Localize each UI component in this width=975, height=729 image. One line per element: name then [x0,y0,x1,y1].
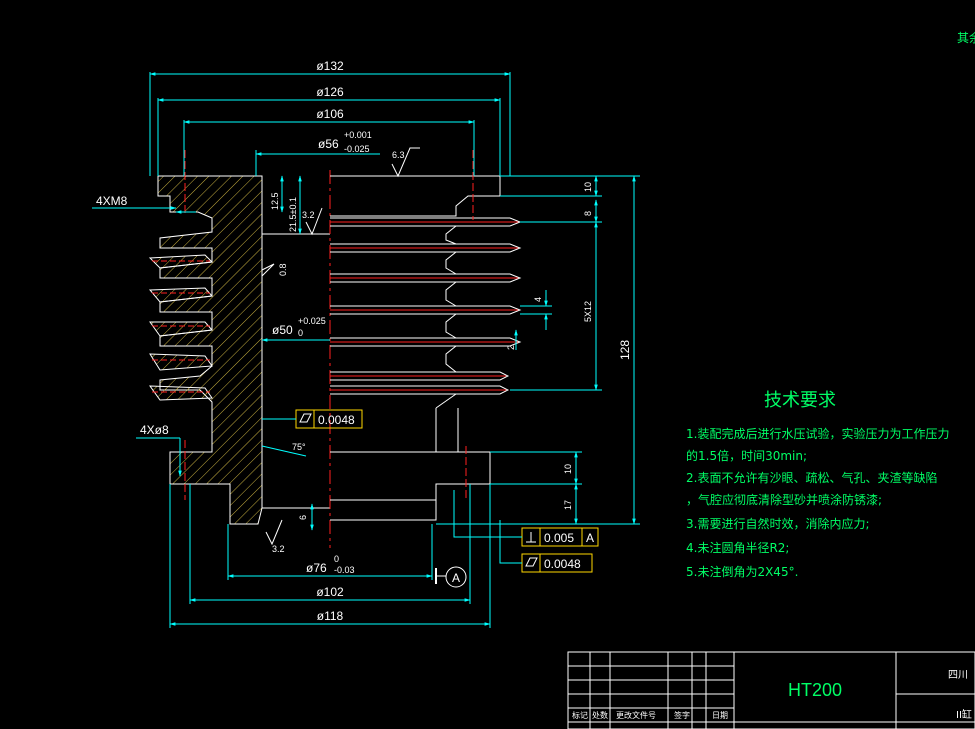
perpendicularity-datum: A [586,531,594,545]
tb-label-count: 处数 [592,710,608,720]
holes-leader [136,437,182,477]
requirements-title: 技术要求 [764,390,836,411]
requirement-line-7: 5.未注倒角为2X45°. [686,564,798,579]
requirement-line-6: 4.未注圆角半径R2; [686,540,789,555]
fin-2 [148,287,214,303]
dim-d56-upper: +0.001 [344,130,372,140]
height-dims-left [280,175,302,235]
right-elevation-view [330,175,501,521]
top-diameter-dims [149,72,511,176]
wall-hatch [157,175,263,525]
drawing-name: II缸 [956,708,972,721]
right-fin-centerlines [330,150,518,500]
dim-d132: ø132 [316,59,344,73]
dim-d126: ø126 [316,85,344,99]
material-label: HT200 [788,680,842,700]
tb-label-mark: 标记 [572,710,588,720]
school-name: 四川 [948,670,968,681]
flatness-mid-value: 0.0048 [318,413,355,427]
dim-d76: ø76 [306,561,327,575]
roughness-3-2-top-symbol [305,207,323,236]
dim-h10-bottom: 10 [563,464,573,474]
label-4xd8: 4Xø8 [140,423,169,437]
dim-d50: ø50 [272,323,293,337]
dim-d102: ø102 [316,585,344,599]
bore-area [261,170,331,548]
dim-d76-lower: -0.03 [334,565,355,575]
label-4xm8: 4XM8 [96,194,128,208]
bottom-diameter-dims [169,484,491,628]
dim-h10-top: 10 [583,182,593,192]
roughness-3-2-bottom-symbol [265,519,283,546]
dim-d56: ø56 [318,137,339,151]
dim-h6: 6 [298,515,308,520]
dim-h128: 128 [618,340,632,360]
right-height-dims [436,175,640,525]
roughness-0-8: 0.8 [278,263,288,276]
perpendicularity-value: 0.005 [544,531,574,545]
dim-d50-lower: 0 [298,328,303,338]
dim-d106: ø106 [316,107,344,121]
requirement-line-5: 3.需要进行自然时效，消除内应力; [686,516,870,531]
dim-angle-75: 75° [292,442,306,452]
tb-label-change-doc: 更改文件号 [616,710,656,720]
requirement-line-1: 1.装配完成后进行水压试验，实验压力为工作压力 [686,426,949,441]
dim-d76-upper: 0 [334,554,339,564]
right-fins [330,217,522,409]
roughness-3-2-top: 3.2 [302,210,315,220]
dim-h8: 8 [583,211,593,216]
roughness-6-3-symbol [391,147,420,178]
roughness-6-3: 6.3 [392,150,405,160]
flatness-frame-bottom [499,520,593,573]
fin-4 [149,353,213,371]
roughness-3-2-bottom: 3.2 [272,544,285,554]
tb-label-sign: 签字 [674,710,690,720]
dim-h12-5: 12.5 [270,192,280,210]
title-block-grid [567,651,975,729]
requirement-line-2: 的1.5倍，时间30min; [686,448,807,463]
dim-h4: 4 [533,297,543,302]
corner-note-text: 其余 [957,30,975,45]
fin-5 [149,385,213,401]
flatness-frame-mid [262,409,363,429]
tb-label-date: 日期 [712,711,728,720]
dim-h5x12: 5X12 [583,301,593,322]
dim-d56-lower: -0.025 [344,144,370,154]
requirement-line-4: ，气腔应彻底清除型砂并喷涂防锈漆; [686,492,882,507]
thread-leader [92,206,196,214]
roughness-0-8-symbol [261,263,275,277]
left-section-view [148,150,263,525]
datum-a-symbol [435,566,467,588]
perpendicularity-frame [453,490,599,547]
dim-h2: 2 [506,345,516,350]
flatness-bottom-value: 0.0048 [544,557,581,571]
dim-h21-5: 21.5±0.1 [288,197,298,232]
datum-a-label: A [452,571,460,585]
fin-centerlines [152,260,210,393]
dim-d118: ø118 [317,609,344,623]
dim-h17: 17 [563,500,573,510]
requirement-line-3: 2.表面不允许有沙眼、疏松、气孔、夹渣等缺陷 [686,470,937,485]
angle-leader [261,445,307,457]
dim-d50-upper: +0.025 [298,316,326,326]
